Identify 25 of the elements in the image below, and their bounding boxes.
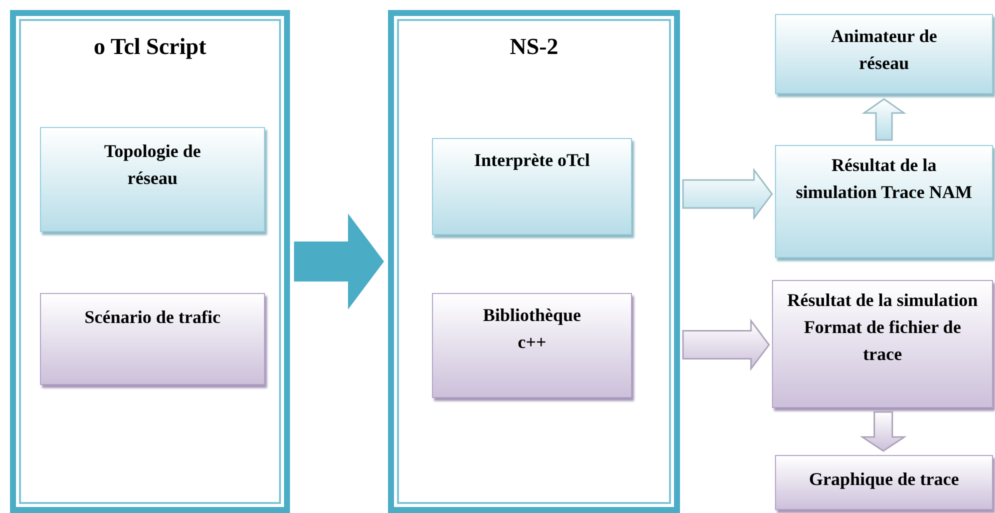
- block-arrow: [294, 214, 384, 310]
- process-box: [40, 127, 265, 232]
- process-box: [40, 293, 265, 385]
- box-label: Interprète oTcl: [473, 149, 591, 172]
- block-arrow: [862, 98, 906, 141]
- block-arrow: [860, 411, 907, 452]
- process-box: [432, 138, 632, 235]
- frame-title: o Tcl Script: [94, 34, 206, 60]
- process-box: [432, 293, 632, 398]
- box-label: Résultat de la simulation Trace NAM: [794, 154, 974, 204]
- process-box: [775, 455, 993, 510]
- group-frame: [10, 10, 290, 513]
- process-box: [772, 280, 993, 408]
- block-arrow: [682, 318, 770, 372]
- process-box: [775, 14, 993, 94]
- box-label: Topologie de réseau: [103, 140, 202, 190]
- group-frame: [388, 10, 680, 513]
- process-box: [775, 145, 993, 258]
- box-label: Graphique de trace: [808, 468, 960, 491]
- box-label: Résultat de la simulation Format de fichier de trace: [786, 289, 979, 366]
- frame-title: NS-2: [510, 34, 558, 60]
- box-label: Bibliothèque c++: [482, 304, 582, 354]
- block-arrow: [682, 168, 773, 220]
- box-label: Animateur de réseau: [830, 25, 938, 75]
- box-label: Scénario de trafic: [84, 306, 222, 329]
